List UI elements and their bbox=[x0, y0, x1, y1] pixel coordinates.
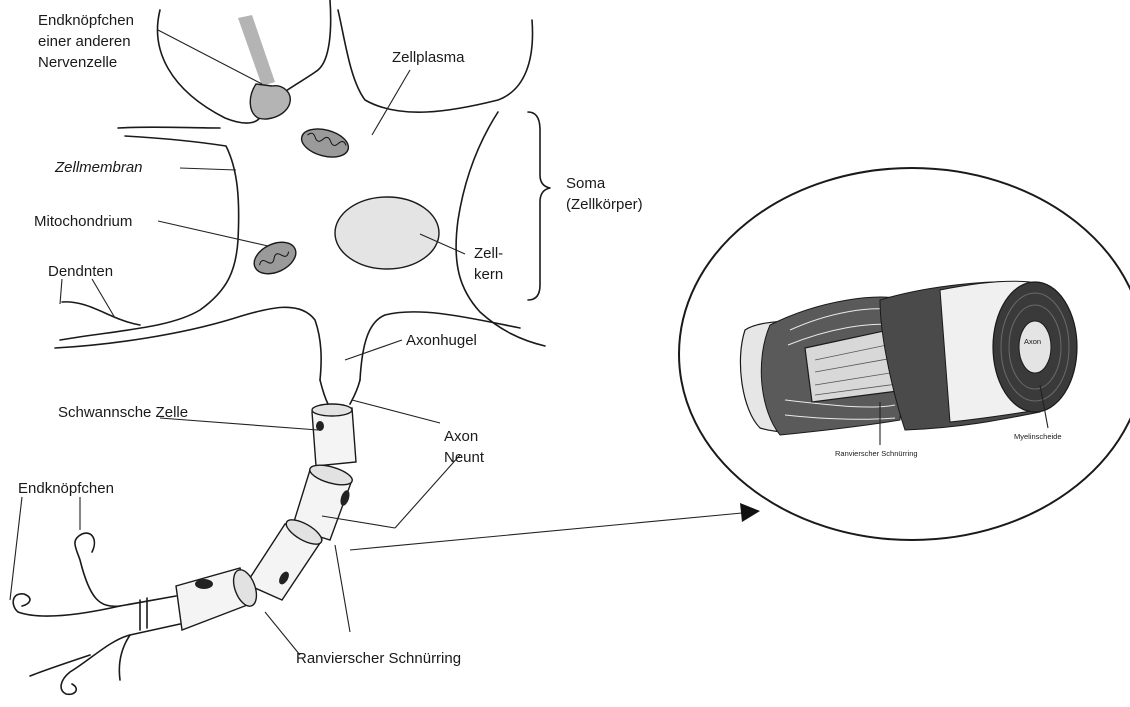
label-endknoepfchen-other-1: Endknöpfchen bbox=[38, 12, 134, 29]
soma-brace bbox=[528, 112, 550, 300]
terminal-of-other-neuron bbox=[238, 15, 290, 119]
cell-nucleus bbox=[335, 197, 439, 269]
mitochondrium-lower bbox=[249, 236, 301, 280]
label-endknoepfchen-other-2: einer anderen bbox=[38, 33, 131, 50]
inset-myelinscheide-label: Myelinscheide bbox=[1014, 432, 1062, 441]
axon-terminals bbox=[13, 533, 180, 694]
label-mitochondrium: Mitochondrium bbox=[34, 213, 132, 230]
label-axon: Axon bbox=[444, 428, 478, 445]
inset-axon-label: Axon bbox=[1024, 337, 1041, 346]
schwann-cell-segment-4 bbox=[176, 567, 261, 630]
label-zellkern-2: kern bbox=[474, 266, 503, 283]
schwann-cell-segment-3 bbox=[246, 515, 325, 600]
label-ranvierscher-schnuerring: Ranvierscher Schnürring bbox=[296, 650, 461, 667]
label-soma-2: (Zellkörper) bbox=[566, 196, 643, 213]
label-endknoepfchen-other-3: Nervenzelle bbox=[38, 54, 117, 71]
label-zellkern-1: Zell- bbox=[474, 245, 503, 262]
label-soma-1: Soma bbox=[566, 175, 606, 192]
leader-lines bbox=[10, 30, 465, 655]
inset-ranvier-label: Ranvierscher Schnürring bbox=[835, 449, 918, 458]
mitochondrium-upper bbox=[298, 124, 351, 162]
label-zellmembran: Zellmembran bbox=[54, 159, 143, 176]
label-zellplasma: Zellplasma bbox=[392, 49, 465, 66]
schwann-cell-segment-1 bbox=[312, 404, 356, 466]
inset-axon-core bbox=[1019, 321, 1051, 373]
label-dendriten: Dendnten bbox=[48, 263, 113, 280]
label-schwannsche-zelle: Schwannsche Zelle bbox=[58, 404, 188, 421]
magnified-inset: Axon Myelinscheide Ranvierscher Schnürri… bbox=[679, 168, 1130, 540]
label-axonhuegel: Axonhugel bbox=[406, 332, 477, 349]
label-neurit: Neunt bbox=[444, 449, 485, 466]
label-endknoepfchen: Endknöpfchen bbox=[18, 480, 114, 497]
diagram-labels: Endknöpfchen einer anderen Nervenzelle Z… bbox=[18, 12, 643, 667]
